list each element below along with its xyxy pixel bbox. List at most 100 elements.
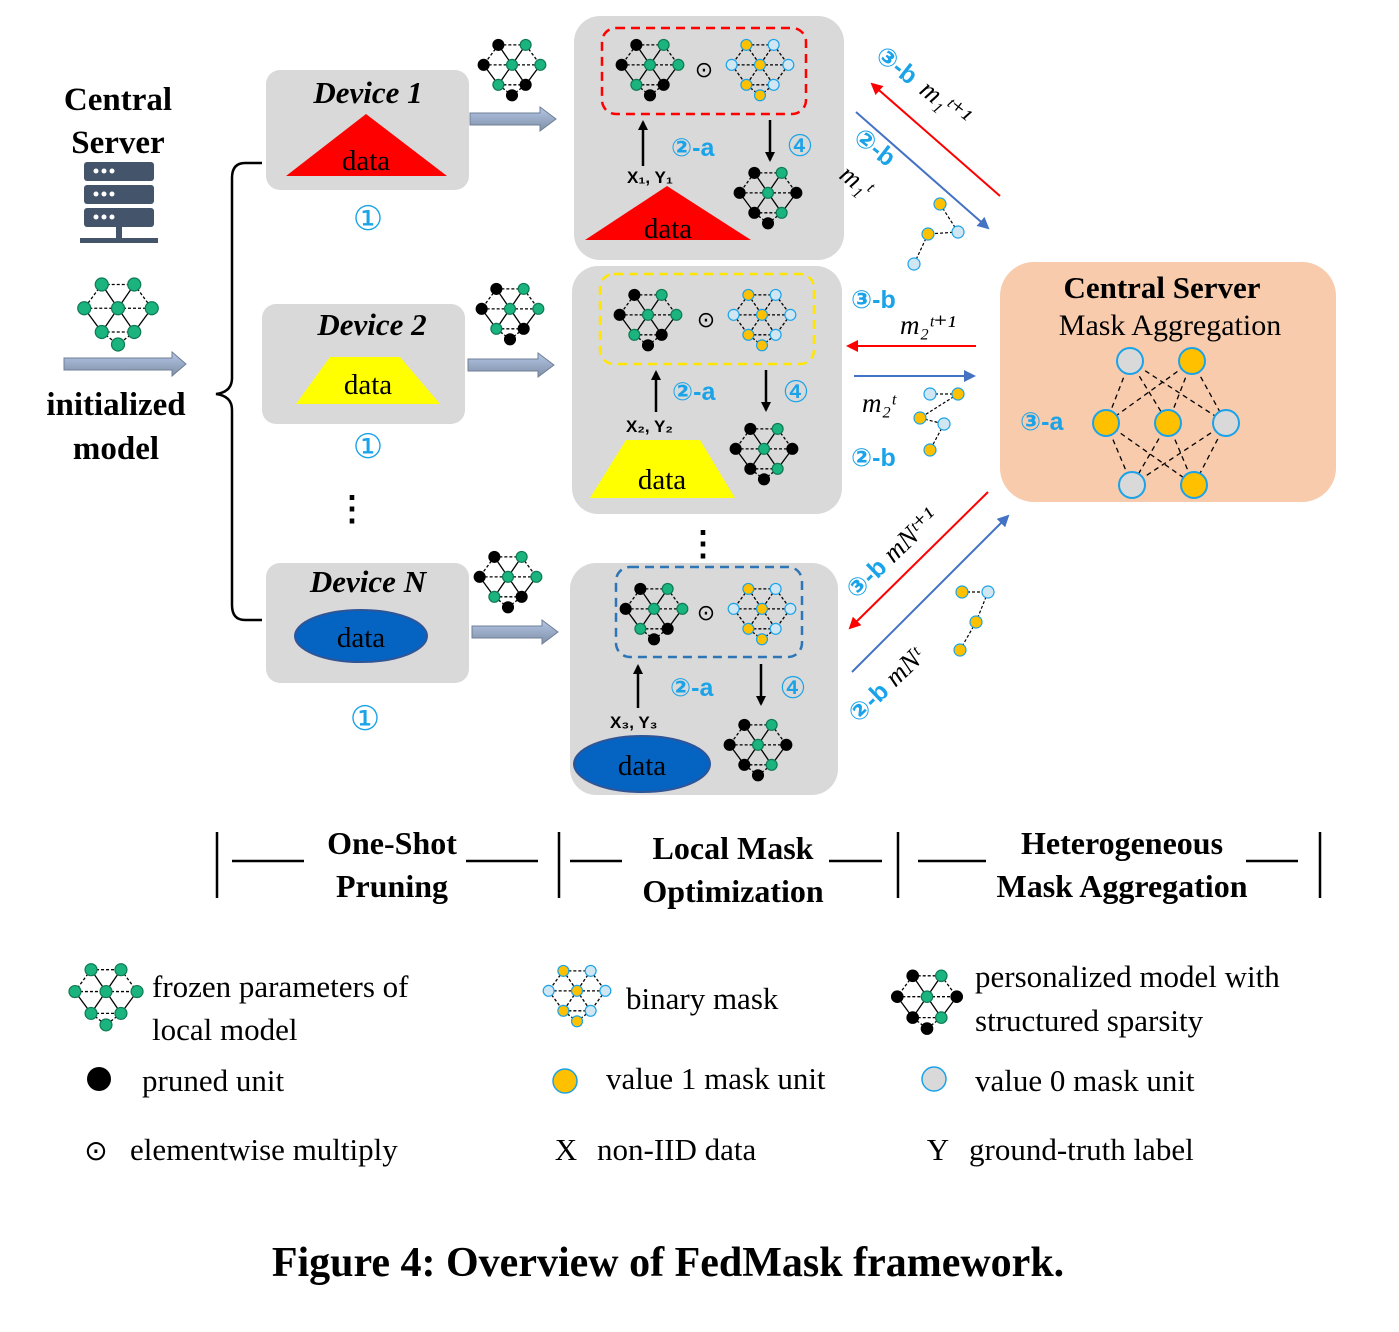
upload-arrow-n <box>851 514 1010 673</box>
device-n-arrow <box>471 619 559 645</box>
local-1-data-label: data <box>644 213 692 245</box>
net-edge <box>919 393 959 419</box>
local-2-model-icon <box>613 288 683 352</box>
net-node <box>784 602 797 615</box>
device-1-panel: Device 1 data <box>266 70 469 190</box>
legend-frozen-line1: frozen parameters of <box>152 969 409 1004</box>
net-node <box>613 308 626 321</box>
local-n-xy: X₃, Y₃ <box>610 713 658 732</box>
net-node <box>641 308 655 321</box>
device-2-data-trapezoid <box>296 357 440 404</box>
device-1-step: ① <box>353 200 383 238</box>
net-node <box>570 1015 584 1028</box>
net-node <box>557 964 570 977</box>
net-node <box>84 1006 98 1020</box>
net-node <box>532 302 545 315</box>
comm-2-m: m₂ᵗ <box>862 388 897 418</box>
agg-node <box>1092 409 1120 437</box>
comm-2-m-next: m₂ᵗ⁺¹ <box>900 310 956 340</box>
agg-node <box>1178 347 1206 375</box>
local-n-dashed-box <box>614 565 804 659</box>
net-node <box>492 38 505 51</box>
net-node <box>634 622 647 635</box>
net-node <box>753 89 767 102</box>
server-title-line1: Central <box>64 82 172 118</box>
net-node <box>647 602 661 615</box>
net-node <box>515 590 528 603</box>
device-1-arrow <box>469 106 557 132</box>
net-node <box>771 422 784 435</box>
legend-x-symbol: X <box>555 1132 577 1167</box>
net-node <box>670 308 683 321</box>
net-node <box>769 622 782 635</box>
net-node <box>780 738 793 751</box>
net-node <box>733 186 746 199</box>
comm-n-m: mNᵗ <box>879 640 931 692</box>
net-node <box>955 585 969 599</box>
device-2-arrow <box>467 352 555 378</box>
local-n-data-label: data <box>618 750 666 782</box>
legend-value0-dot <box>921 1066 947 1092</box>
net-node <box>534 58 547 71</box>
initialized-model-icon <box>77 277 159 352</box>
net-node <box>744 422 757 435</box>
net-node <box>790 186 803 199</box>
net-node <box>517 282 530 295</box>
local-2-xy: X₂, Y₂ <box>626 417 673 436</box>
device-2-pruned-model-icon <box>475 282 545 346</box>
net-node <box>755 602 769 615</box>
local-2-odot: ⊙ <box>697 307 715 332</box>
local-2-step-4: ④ <box>783 376 810 409</box>
stage-bar <box>215 832 1322 898</box>
legend-frozen-icon <box>68 963 144 1032</box>
device-n-data-label: data <box>337 622 385 654</box>
net-node <box>630 78 643 91</box>
net-node <box>738 718 751 731</box>
local-1-personal-model-icon <box>733 166 803 230</box>
net-node <box>951 225 965 239</box>
net-node <box>769 288 782 301</box>
net-node <box>84 963 98 977</box>
net-node <box>634 582 647 595</box>
net-node <box>615 58 628 71</box>
legend-x: non-IID data <box>597 1132 756 1167</box>
init-arrow <box>63 350 187 378</box>
net-node <box>114 963 128 977</box>
net-node <box>951 387 965 401</box>
comm-2-mask-icon <box>913 387 965 457</box>
device-ellipsis: ⋮ <box>335 491 369 528</box>
comm-2-step-3b: ③-b <box>851 286 896 314</box>
net-node <box>771 462 784 475</box>
net-node <box>473 570 486 583</box>
server-agg-subtitle: Mask Aggregation <box>1059 309 1281 342</box>
local-1-mask-icon <box>725 38 795 102</box>
net-node <box>110 301 126 316</box>
net-node <box>127 277 142 292</box>
net-node <box>906 969 920 983</box>
comm-1-m-next: m₁ᵗ⁺¹ <box>914 74 976 132</box>
net-node <box>501 570 515 583</box>
net-node <box>727 308 740 321</box>
net-node <box>767 38 780 51</box>
legend-odot: elementwise multiply <box>130 1132 398 1167</box>
net-node <box>725 58 738 71</box>
net-node <box>584 1004 597 1017</box>
device-2-panel: Device 2 data <box>262 304 465 424</box>
net-node <box>767 78 780 91</box>
net-node <box>742 328 755 341</box>
net-node <box>515 550 528 563</box>
legend-y: ground-truth label <box>969 1132 1194 1167</box>
agg-edge <box>1131 422 1227 486</box>
legend-frozen-line2: local model <box>152 1012 297 1047</box>
net-node <box>501 601 515 614</box>
net-node <box>628 288 641 301</box>
net-node <box>769 582 782 595</box>
net-node <box>748 166 761 179</box>
net-node <box>769 328 782 341</box>
stage-2-line2: Optimization <box>642 873 824 909</box>
stage-1-line2: Pruning <box>336 868 448 904</box>
local-2-personal-model-icon <box>729 422 799 486</box>
net-node <box>969 615 983 629</box>
local-1-odot: ⊙ <box>695 57 713 82</box>
comm-n-mask-icon <box>953 585 995 657</box>
